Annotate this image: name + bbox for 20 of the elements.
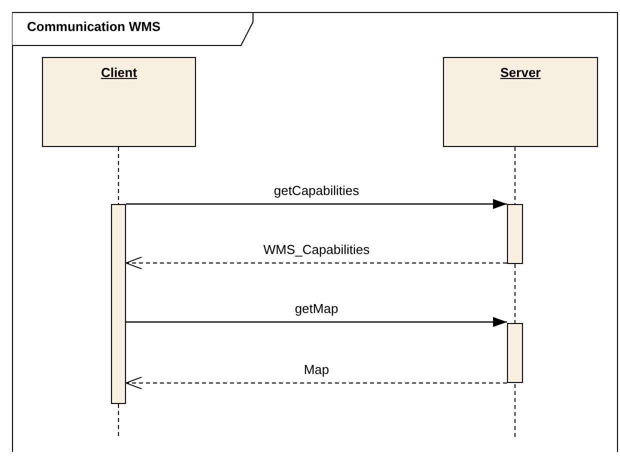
lifeline bbox=[118, 146, 119, 204]
return-message-arrow bbox=[126, 256, 508, 270]
message-arrow bbox=[126, 317, 507, 327]
message-label: WMS_Capabilities bbox=[261, 242, 372, 257]
message-arrow bbox=[126, 199, 507, 209]
message-label: getMap bbox=[292, 301, 340, 316]
activation-bar bbox=[507, 204, 523, 264]
lifeline-head-box bbox=[443, 57, 598, 147]
participant-name: Server bbox=[499, 65, 542, 80]
participant-name: Client bbox=[100, 65, 138, 80]
lifeline-head-box bbox=[42, 57, 196, 147]
lifeline bbox=[514, 146, 516, 204]
return-message-arrow bbox=[126, 376, 508, 390]
lifeline bbox=[514, 264, 516, 324]
message-label: getCapabilities bbox=[272, 183, 362, 198]
frame-title: Communication WMS bbox=[27, 19, 161, 34]
frame bbox=[12, 12, 618, 452]
activation-bar bbox=[111, 204, 126, 404]
activation-bar bbox=[507, 323, 523, 383]
message-label: Map bbox=[302, 362, 332, 377]
